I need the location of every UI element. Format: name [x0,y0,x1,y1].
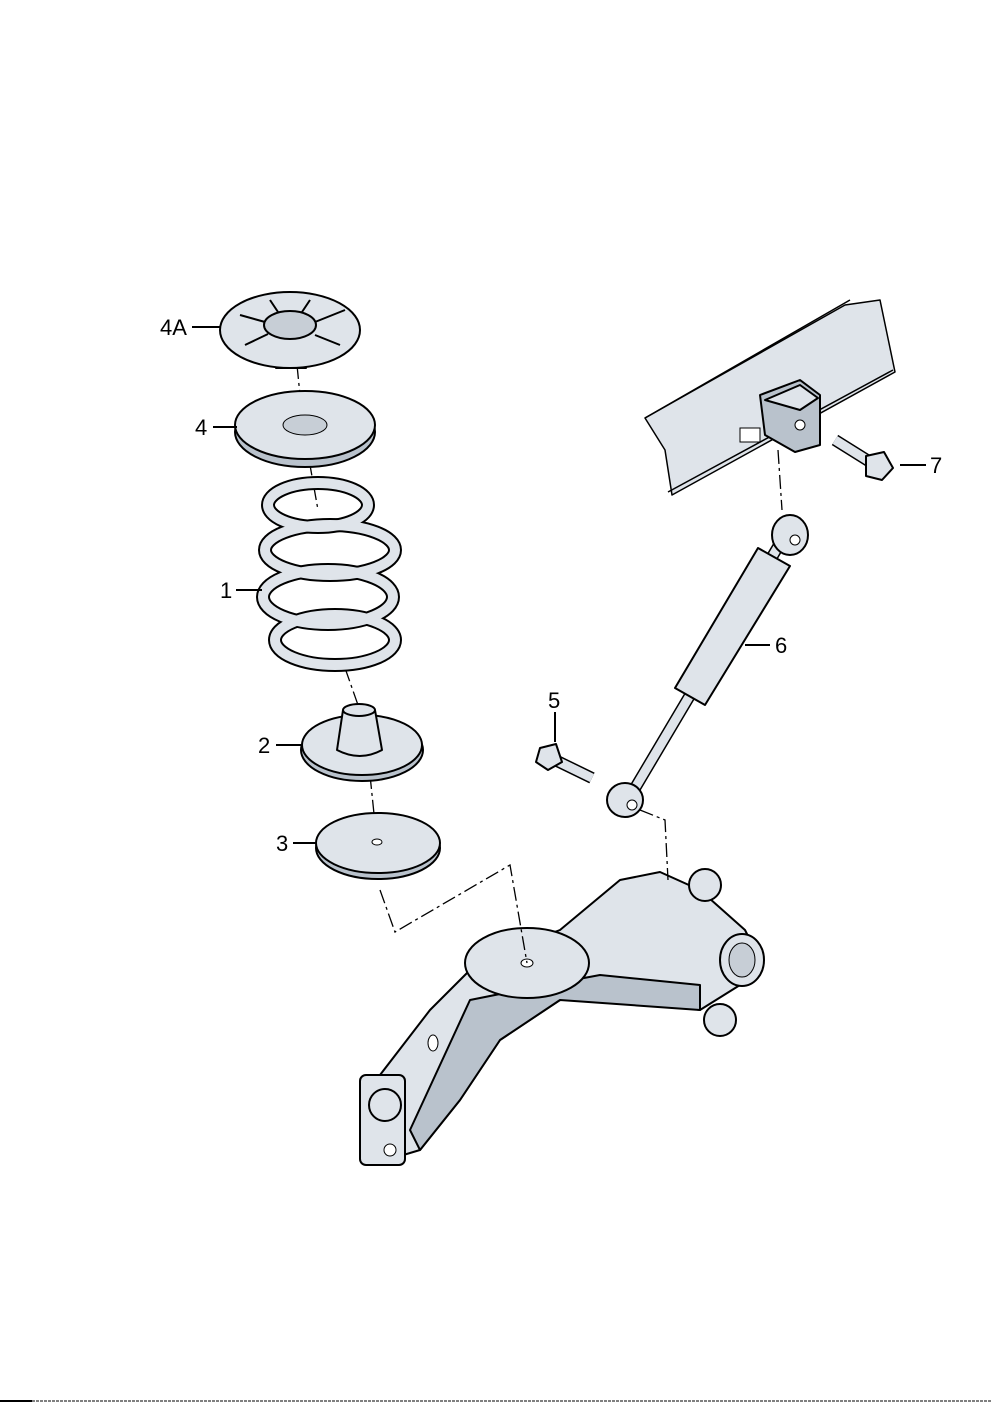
callout-2: 2 [258,733,302,758]
part-4-spring-pad [234,390,376,468]
part-6-shock-absorber [606,514,809,818]
part-2-lower-spring-pad [300,703,424,782]
callout-5: 5 [548,688,560,742]
trailing-arm [359,868,765,1166]
part-1-coil-spring [256,476,402,672]
part-5-bolt [535,743,595,784]
callout-1: 1 [220,578,262,603]
callout-label: 4 [195,415,207,440]
callout-7: 7 [900,453,942,478]
callout-label: 1 [220,578,232,603]
callout-label: 3 [276,831,288,856]
callout-4: 4 [195,415,237,440]
callout-label: 6 [775,633,787,658]
callout-label: 4A [160,315,187,340]
callout-6: 6 [745,633,787,658]
callout-label: 5 [548,688,560,713]
callout-label: 7 [930,453,942,478]
part-3-washer-plate [315,812,441,880]
body-frame-rail [644,299,896,496]
callout-4a: 4A [160,315,220,340]
callout-label: 2 [258,733,270,758]
part-4a-spring-seat-top [219,291,361,369]
part-7-bolt [831,434,894,481]
callout-3: 3 [276,831,317,856]
